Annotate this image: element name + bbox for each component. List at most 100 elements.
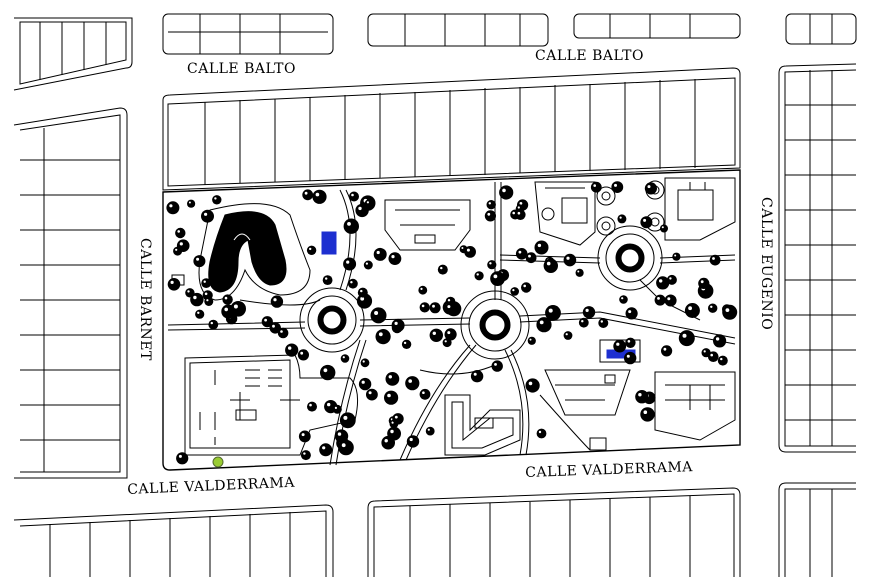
tree-symbol xyxy=(212,195,222,205)
tree-symbol xyxy=(190,292,204,307)
tree-symbol-highlight xyxy=(288,346,292,350)
tree-symbol-highlight xyxy=(627,340,631,343)
tree-symbol-highlight xyxy=(272,324,275,328)
tree-symbol xyxy=(429,328,443,342)
small-structure-south xyxy=(589,437,607,451)
tree-symbol xyxy=(418,285,428,295)
tree-symbol-highlight xyxy=(169,204,173,208)
block-north-main xyxy=(162,67,741,191)
tree-symbol-highlight xyxy=(303,452,306,455)
block-north-center-left xyxy=(162,13,334,55)
tree-symbol-highlight xyxy=(187,290,190,293)
tree-symbol-highlight xyxy=(203,280,206,283)
tree-symbol-highlight xyxy=(517,211,521,215)
tree-symbol xyxy=(176,452,189,465)
tree-symbol-highlight xyxy=(175,248,178,251)
tree-symbol-highlight xyxy=(539,320,544,325)
tree-symbol xyxy=(201,209,214,223)
tree-symbol-highlight xyxy=(204,212,208,216)
tree-symbol-highlight xyxy=(529,338,532,341)
tree-symbol xyxy=(486,200,496,210)
tree-symbol xyxy=(563,331,573,340)
tree-symbol-highlight xyxy=(710,305,713,308)
tree-symbol-highlight xyxy=(614,183,617,187)
tree-symbol-highlight xyxy=(585,308,589,312)
tree-symbol-highlight xyxy=(703,350,706,353)
tree-symbol xyxy=(391,318,405,332)
tree-symbol-highlight xyxy=(366,201,369,204)
tree-symbol xyxy=(185,288,195,298)
tree-symbol xyxy=(261,316,273,328)
tree-symbol-highlight xyxy=(327,402,331,407)
tree-symbol-highlight xyxy=(619,216,622,219)
tree-symbol-highlight xyxy=(388,375,392,379)
tree-symbol xyxy=(660,224,668,233)
tree-symbol-highlight xyxy=(341,443,346,448)
tree-symbol xyxy=(444,302,457,315)
tree-symbol xyxy=(339,412,356,429)
tree-symbol xyxy=(388,252,402,265)
block-north-west xyxy=(13,17,133,91)
tree-symbol xyxy=(536,428,547,439)
tree-symbol xyxy=(709,254,721,266)
block-north-center xyxy=(367,13,549,47)
tree-symbol xyxy=(405,376,420,391)
tree-symbol-highlight xyxy=(300,351,304,355)
tree-symbol xyxy=(499,185,514,200)
tree-symbol xyxy=(312,189,327,204)
tree-symbol-highlight xyxy=(391,255,395,259)
tree-symbol-highlight xyxy=(378,332,383,337)
tree-symbol-highlight xyxy=(408,379,413,383)
tree-layer xyxy=(166,181,738,465)
tree-symbol-highlight xyxy=(224,296,228,300)
plaza-east xyxy=(597,225,663,291)
tree-symbol-highlight xyxy=(577,270,580,273)
street-label-north-left: CALLE BALTO xyxy=(187,61,296,77)
tree-symbol xyxy=(708,303,718,313)
tree-symbol-highlight xyxy=(346,260,350,264)
tree-symbol xyxy=(193,255,206,268)
tree-symbol xyxy=(176,239,190,252)
tree-symbol-highlight xyxy=(360,289,363,293)
tree-symbol-highlight xyxy=(170,280,174,284)
tree-symbol-highlight xyxy=(502,188,506,193)
tree-symbol xyxy=(510,287,519,296)
tree-symbol xyxy=(221,304,236,319)
tree-symbol xyxy=(444,328,457,341)
tree-symbol-highlight xyxy=(682,333,687,338)
tree-symbol xyxy=(625,307,638,320)
tree-symbol-highlight xyxy=(193,295,197,300)
tree-symbol-highlight xyxy=(566,256,570,260)
tree-symbol xyxy=(619,295,628,304)
tree-symbol-highlight xyxy=(322,446,326,450)
tree-symbol-highlight xyxy=(301,433,305,437)
tree-symbol-highlight xyxy=(700,280,704,284)
tree-symbol xyxy=(624,351,637,365)
tree-symbol xyxy=(656,276,670,290)
tree-symbol-highlight xyxy=(710,353,713,357)
tree-symbol-highlight xyxy=(487,212,491,216)
tree-symbol xyxy=(590,181,602,193)
tree-symbol-highlight xyxy=(440,266,443,270)
tree-symbol xyxy=(640,407,655,422)
tree-symbol-highlight xyxy=(643,410,648,415)
tree-symbol-highlight xyxy=(420,287,423,290)
playground-southwest xyxy=(184,354,359,456)
tree-symbol xyxy=(356,293,373,309)
tree-symbol-highlight xyxy=(394,415,398,419)
tree-symbol-highlight xyxy=(444,340,447,343)
tree-symbol-highlight xyxy=(720,357,723,361)
tree-symbol xyxy=(484,210,496,222)
tree-symbol-highlight xyxy=(669,277,672,280)
tree-symbol-highlight xyxy=(715,337,720,341)
tree-symbol-highlight xyxy=(196,257,200,261)
tree-symbol-highlight xyxy=(304,191,308,195)
tree-symbol-highlight xyxy=(368,391,372,395)
tree-symbol xyxy=(722,304,738,320)
pond xyxy=(198,203,311,301)
tree-symbol-highlight xyxy=(206,299,209,302)
tree-symbol-highlight xyxy=(427,428,430,431)
tree-symbol-highlight xyxy=(422,391,425,395)
tree-symbol xyxy=(320,364,336,381)
